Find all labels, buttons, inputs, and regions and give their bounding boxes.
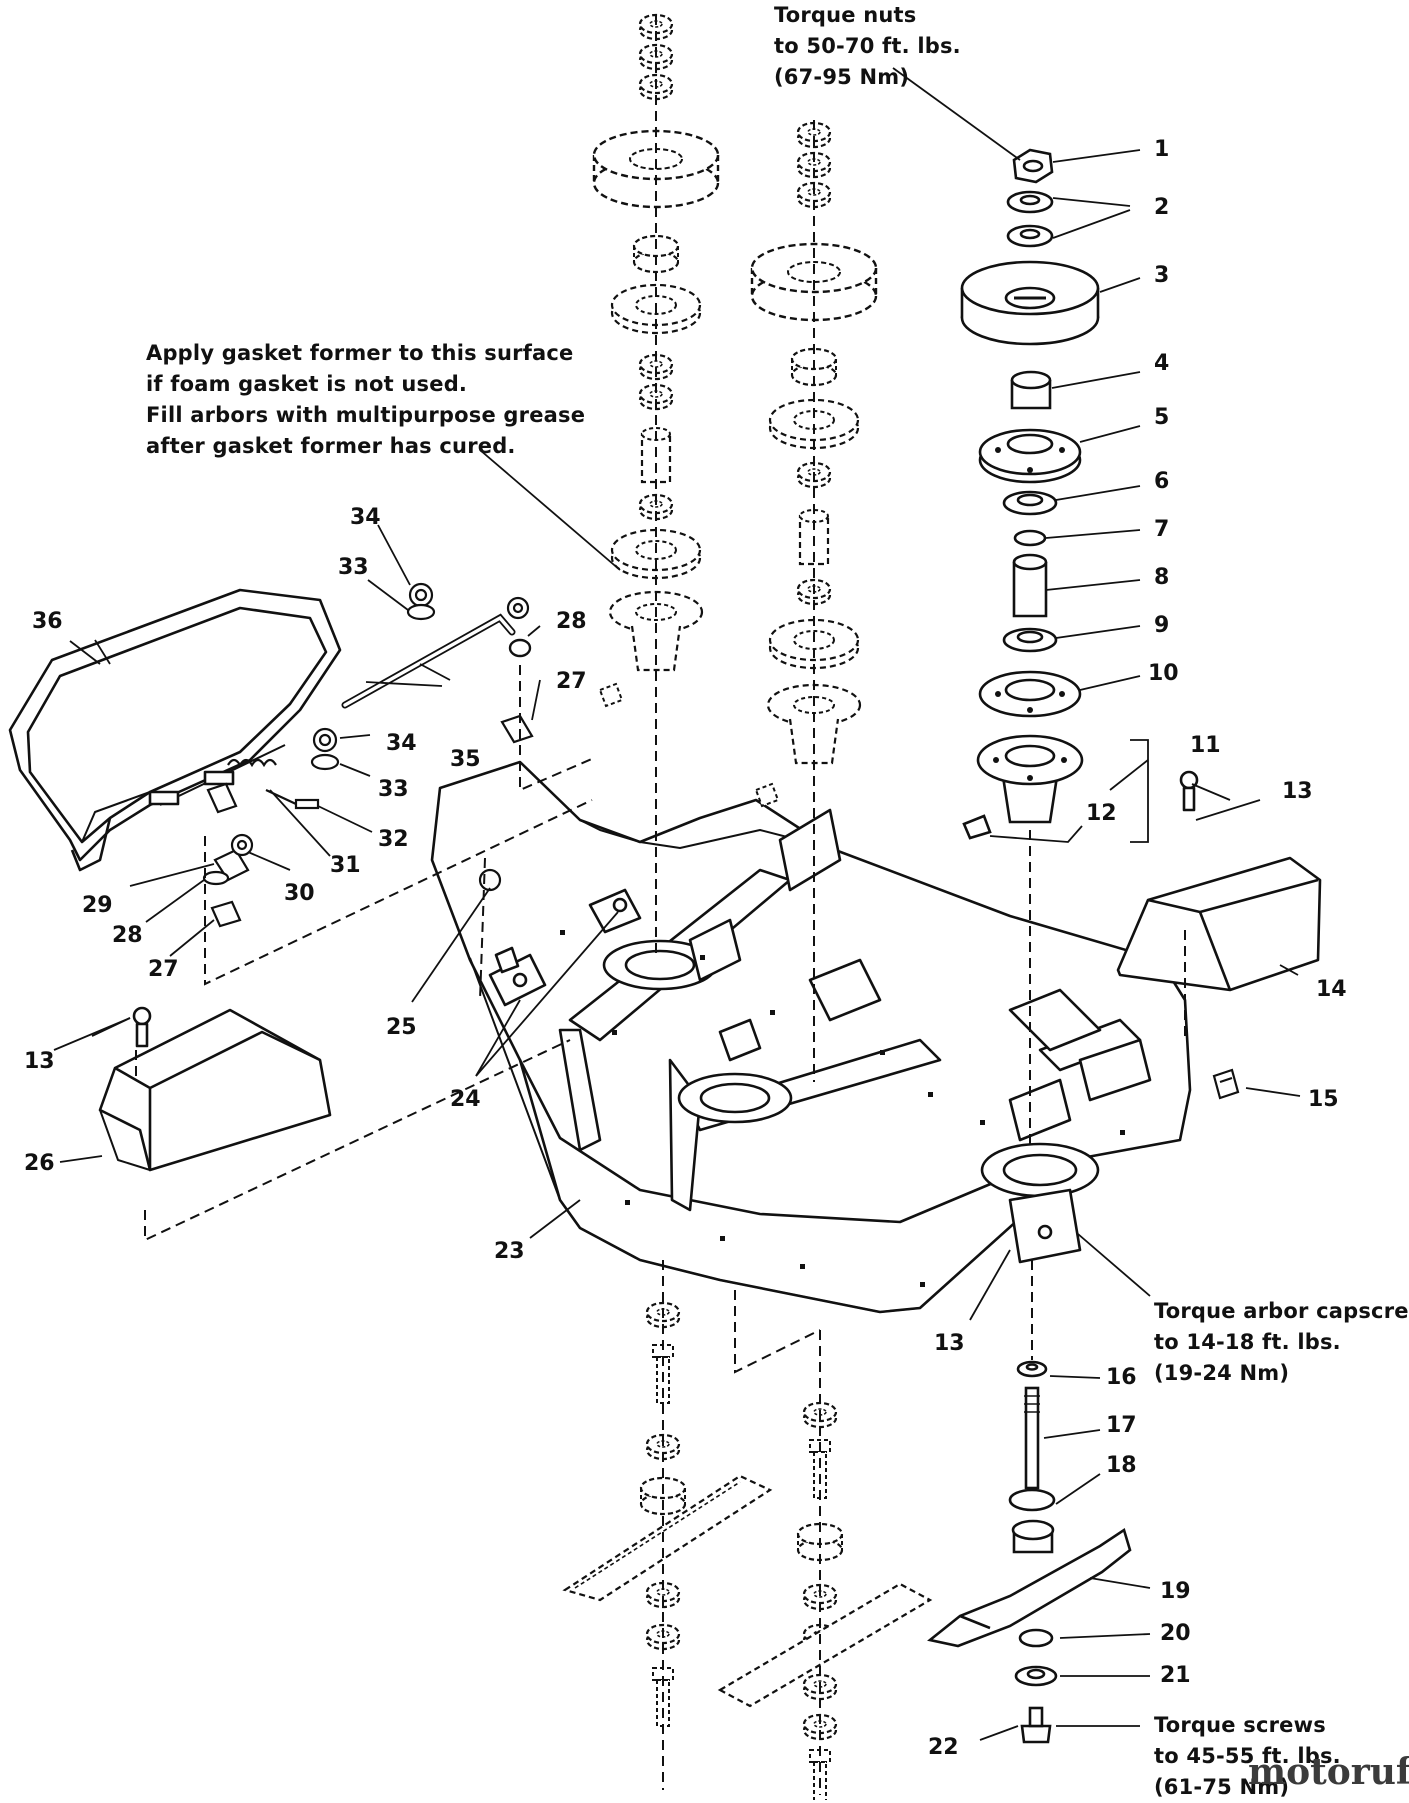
note-line: Torque screws bbox=[1154, 1713, 1326, 1737]
note-line: to 14-18 ft. lbs. bbox=[1154, 1330, 1341, 1354]
callout-19: 19 bbox=[1160, 1579, 1191, 1604]
callout-36: 36 bbox=[32, 609, 63, 634]
callout-3: 3 bbox=[1154, 263, 1170, 288]
callout-26: 26 bbox=[24, 1151, 55, 1176]
callout-35: 35 bbox=[450, 747, 481, 772]
callout-34-lower: 34 bbox=[386, 731, 417, 756]
note-line: Fill arbors with multipurpose grease bbox=[146, 403, 586, 427]
clip-15 bbox=[1212, 1068, 1240, 1100]
watermark-brand: motoruf bbox=[1248, 1751, 1409, 1793]
note-line: to 50-70 ft. lbs. bbox=[774, 34, 961, 58]
callout-10: 10 bbox=[1148, 661, 1179, 686]
leader-lines bbox=[53, 67, 1301, 1741]
note-torque-screws: Torque screws to 45-55 ft. lbs. (61-75 N… bbox=[1154, 1710, 1341, 1803]
note-line: Apply gasket former to this surface bbox=[146, 341, 574, 365]
callout-8: 8 bbox=[1154, 565, 1170, 590]
callout-20: 20 bbox=[1160, 1621, 1191, 1646]
spring-and-pin bbox=[227, 758, 320, 810]
callout-27-lower: 27 bbox=[148, 957, 179, 982]
callout-14: 14 bbox=[1316, 977, 1347, 1002]
note-line: Torque arbor capscrews bbox=[1154, 1299, 1409, 1323]
callout-13-right: 13 bbox=[1282, 779, 1313, 804]
note-line: Torque nuts bbox=[774, 3, 917, 27]
arbor-stack-dots bbox=[993, 447, 1067, 781]
mower-deck bbox=[430, 760, 1192, 1314]
callout-34-upper: 34 bbox=[350, 505, 381, 530]
callout-22: 22 bbox=[928, 1735, 959, 1760]
callout-6: 6 bbox=[1154, 469, 1170, 494]
chute-hardware bbox=[202, 582, 534, 928]
callout-11: 11 bbox=[1190, 733, 1221, 758]
brand-watermark: motoruf.de bbox=[1248, 1752, 1409, 1799]
phantom-lower-right bbox=[717, 1401, 933, 1800]
callout-17: 17 bbox=[1106, 1413, 1137, 1438]
callout-31: 31 bbox=[330, 853, 361, 878]
callout-30: 30 bbox=[284, 881, 315, 906]
callout-25: 25 bbox=[386, 1015, 417, 1040]
note-line: (61-75 Nm) bbox=[1154, 1775, 1290, 1799]
callout-1: 1 bbox=[1154, 137, 1170, 162]
callout-21: 21 bbox=[1160, 1663, 1191, 1688]
deck-holes bbox=[560, 930, 1125, 1287]
center-lines bbox=[135, 15, 1186, 1795]
callout-5: 5 bbox=[1154, 405, 1170, 430]
arbor-stack bbox=[960, 148, 1100, 840]
callout-2: 2 bbox=[1154, 195, 1170, 220]
callout-33-upper: 33 bbox=[338, 555, 369, 580]
note-line: after gasket former has cured. bbox=[146, 434, 516, 458]
note-line: to 45-55 ft. lbs. bbox=[1154, 1744, 1341, 1768]
callout-4: 4 bbox=[1154, 351, 1170, 376]
grease-fittings bbox=[598, 682, 780, 808]
note-line: (67-95 Nm) bbox=[774, 65, 910, 89]
callout-33-lower: 33 bbox=[378, 777, 409, 802]
callout-7: 7 bbox=[1154, 517, 1170, 542]
callout-9: 9 bbox=[1154, 613, 1170, 638]
note-line: if foam gasket is not used. bbox=[146, 372, 468, 396]
callout-13-left: 13 bbox=[24, 1049, 55, 1074]
note-torque-nuts: Torque nuts to 50-70 ft. lbs. (67-95 Nm) bbox=[774, 0, 961, 93]
spindle-stack bbox=[927, 1360, 1132, 1744]
callout-12: 12 bbox=[1086, 801, 1117, 826]
callout-16: 16 bbox=[1106, 1365, 1137, 1390]
note-torque-arbor: Torque arbor capscrews to 14-18 ft. lbs.… bbox=[1154, 1296, 1409, 1389]
left-baffle bbox=[98, 1006, 332, 1172]
callout-13-front: 13 bbox=[934, 1331, 965, 1356]
callout-32: 32 bbox=[378, 827, 409, 852]
phantom-lower-left bbox=[562, 1301, 773, 1727]
note-line: (19-24 Nm) bbox=[1154, 1361, 1290, 1385]
callout-28-lower: 28 bbox=[112, 923, 143, 948]
note-gasket-former: Apply gasket former to this surface if f… bbox=[146, 338, 585, 462]
hinge-rod bbox=[341, 613, 532, 709]
callout-15: 15 bbox=[1308, 1087, 1339, 1112]
callout-24: 24 bbox=[450, 1087, 481, 1112]
callout-28-upper: 28 bbox=[556, 609, 587, 634]
callout-27-upper: 27 bbox=[556, 669, 587, 694]
callout-18: 18 bbox=[1106, 1453, 1137, 1478]
callout-29: 29 bbox=[82, 893, 113, 918]
callout-23: 23 bbox=[494, 1239, 525, 1264]
